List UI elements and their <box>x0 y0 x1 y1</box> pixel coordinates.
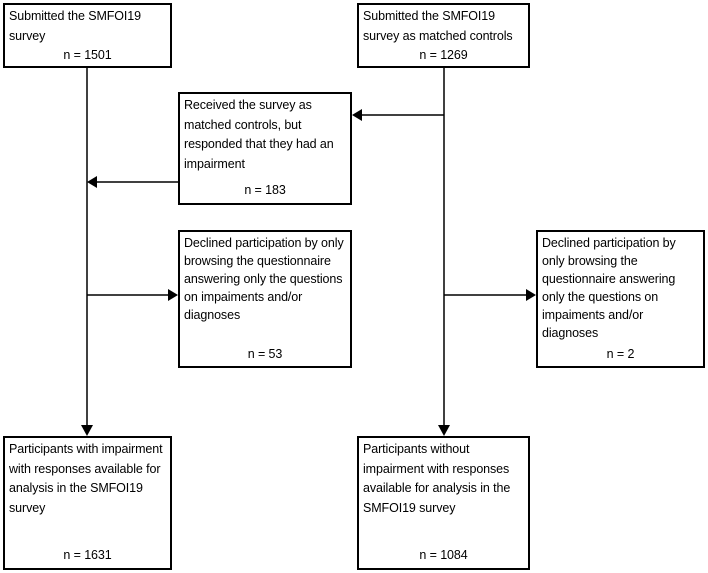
flow-box-submitted-matched-controls: Submitted the SMFOI19 survey as matched … <box>357 3 530 68</box>
box-n-count: n = 53 <box>247 347 283 361</box>
flow-box-declined-right: Declined participation by only browsing … <box>536 230 705 368</box>
arrowhead-right-icon <box>168 289 178 301</box>
box-text: Submitted the SMFOI19 survey as matched … <box>363 9 513 43</box>
box-text: Declined participation by only browsing … <box>184 236 344 322</box>
box-text: Participants without impairment with res… <box>363 442 511 515</box>
flow-box-declined-left: Declined participation by only browsing … <box>178 230 352 368</box>
arrow-controls-to-received <box>352 109 444 121</box>
arrowhead-left-icon <box>87 176 97 188</box>
box-text: Participants with impairment with respon… <box>9 442 163 515</box>
arrowhead-down-icon <box>81 425 93 436</box>
right-flow-line <box>438 68 450 436</box>
box-n-count: n = 1269 <box>419 48 468 62</box>
flow-box-submitted-survey: Submitted the SMFOI19 survey n = 1501 <box>3 3 172 68</box>
box-text: Submitted the SMFOI19 survey <box>9 9 141 43</box>
arrow-line-to-declined-left <box>87 289 178 301</box>
box-n-count: n = 1501 <box>63 48 112 62</box>
flow-box-final-with-impairment: Participants with impairment with respon… <box>3 436 172 570</box>
arrow-line-to-declined-right <box>444 289 536 301</box>
box-n-count: n = 1631 <box>63 547 112 562</box>
box-n-count: n = 1084 <box>419 547 468 562</box>
arrowhead-down-icon <box>438 425 450 436</box>
box-text: Received the survey as matched controls,… <box>184 98 334 171</box>
box-n-count: n = 183 <box>244 182 286 197</box>
arrow-received-to-impairment-line <box>87 176 178 188</box>
flow-box-final-without-impairment: Participants without impairment with res… <box>357 436 530 570</box>
flow-box-received-with-impairment: Received the survey as matched controls,… <box>178 92 352 205</box>
box-text: Declined participation by only browsing … <box>542 236 676 340</box>
box-n-count: n = 2 <box>606 347 635 361</box>
arrowhead-right-icon <box>526 289 536 301</box>
left-flow-line <box>81 68 93 436</box>
arrowhead-left-icon <box>352 109 362 121</box>
